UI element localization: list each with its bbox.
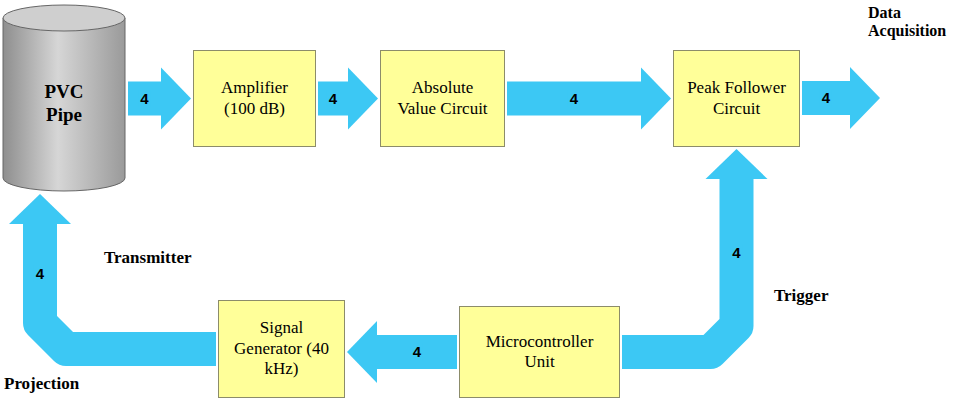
controller-box: Microcontroller Unit bbox=[459, 306, 620, 398]
node-text: Absolute Value Circuit bbox=[393, 78, 492, 119]
arrow-head bbox=[347, 321, 377, 383]
block-arrow bbox=[128, 68, 191, 130]
arrow-head bbox=[641, 68, 671, 130]
process-box: Amplifier (100 dB) bbox=[193, 50, 316, 147]
signal-label: Transmitter bbox=[104, 248, 192, 268]
text-stack: Signal Generator (40 kHz) bbox=[231, 318, 332, 379]
bus-width: 4 bbox=[730, 244, 742, 261]
text-stack: Peak Follower Circuit bbox=[686, 78, 787, 119]
process-box: Absolute Value Circuit bbox=[380, 50, 505, 147]
text-stack: PVC Pipe bbox=[28, 81, 100, 127]
output-label: Data Acquisition bbox=[868, 4, 956, 41]
signal-label: Trigger bbox=[774, 286, 828, 306]
bus-width: 4 bbox=[820, 90, 832, 107]
cylinder-body bbox=[3, 18, 125, 191]
text-stack: Microcontroller Unit bbox=[472, 332, 607, 373]
process-box: Signal Generator (40 kHz) bbox=[218, 300, 345, 398]
bus-width: 4 bbox=[568, 90, 580, 107]
block-arrow bbox=[622, 149, 768, 352]
node-text: Signal Generator (40 kHz) bbox=[231, 318, 332, 379]
block-arrow bbox=[507, 68, 671, 130]
node-text: PVC Pipe bbox=[28, 81, 100, 127]
arrow-body bbox=[40, 224, 216, 349]
output-arrow bbox=[802, 67, 880, 129]
text-stack: Absolute Value Circuit bbox=[393, 78, 492, 119]
cylinder-top bbox=[3, 5, 125, 31]
node-text: Amplifier (100 dB) bbox=[206, 78, 303, 119]
bus-width: 4 bbox=[138, 90, 150, 107]
arrow-head bbox=[161, 68, 191, 130]
arrow-body bbox=[622, 179, 737, 352]
block-arrow bbox=[347, 321, 457, 383]
arrow-body bbox=[507, 82, 641, 116]
arrow-head bbox=[706, 149, 768, 179]
block-arrow bbox=[9, 194, 216, 349]
arrow-head bbox=[9, 194, 71, 224]
process-box: Peak Follower Circuit bbox=[673, 50, 800, 147]
pipe-cylinder: PVC Pipe bbox=[2, 4, 126, 192]
arrow-head bbox=[348, 68, 378, 130]
block-arrow bbox=[318, 68, 378, 130]
bus-width: 4 bbox=[327, 90, 339, 107]
bus-width: 4 bbox=[411, 344, 423, 361]
arrow-body bbox=[128, 82, 161, 116]
bus-width: 4 bbox=[34, 265, 46, 282]
text-stack: Amplifier (100 dB) bbox=[206, 78, 303, 119]
signal-label: Projection bbox=[4, 374, 79, 394]
node-text: Microcontroller Unit bbox=[472, 332, 607, 373]
node-text: Peak Follower Circuit bbox=[686, 78, 787, 119]
arrow-body bbox=[377, 335, 457, 369]
arrow-body bbox=[318, 82, 348, 116]
